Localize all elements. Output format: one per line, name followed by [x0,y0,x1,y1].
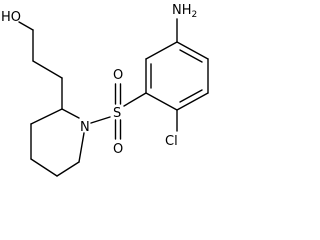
oxygen-label-bottom: O [113,142,123,157]
ring-bond [30,108,63,125]
sulfur-nitrogen-bond [90,116,111,124]
ring-bond [78,132,85,163]
nitrogen-label: N [80,120,90,135]
ring-bond [176,92,209,111]
chlorine-label: Cl [165,134,178,149]
chemical-structure-diagram: NH2 Cl S O O N HO [1,3,209,177]
aromatic-double-bond [179,49,203,63]
ring-bond [145,92,178,111]
ring-bond [61,108,80,119]
ring-bond [30,158,58,177]
oxygen-label-top: O [113,68,123,83]
hydroxyl-label: HO [1,10,21,25]
ring-bond [145,41,178,60]
benzene-ring [145,41,209,111]
ring-bond [56,161,80,177]
piperidine-ring [30,108,85,177]
side-chain-bond [32,60,63,79]
hydroxyl-bond [18,21,34,31]
ring-bond [176,41,209,60]
aromatic-double-bond [179,89,203,103]
amine-label: NH2 [172,3,197,20]
sulfur-label: S [113,106,121,121]
aryl-sulfur-bond [123,92,147,107]
